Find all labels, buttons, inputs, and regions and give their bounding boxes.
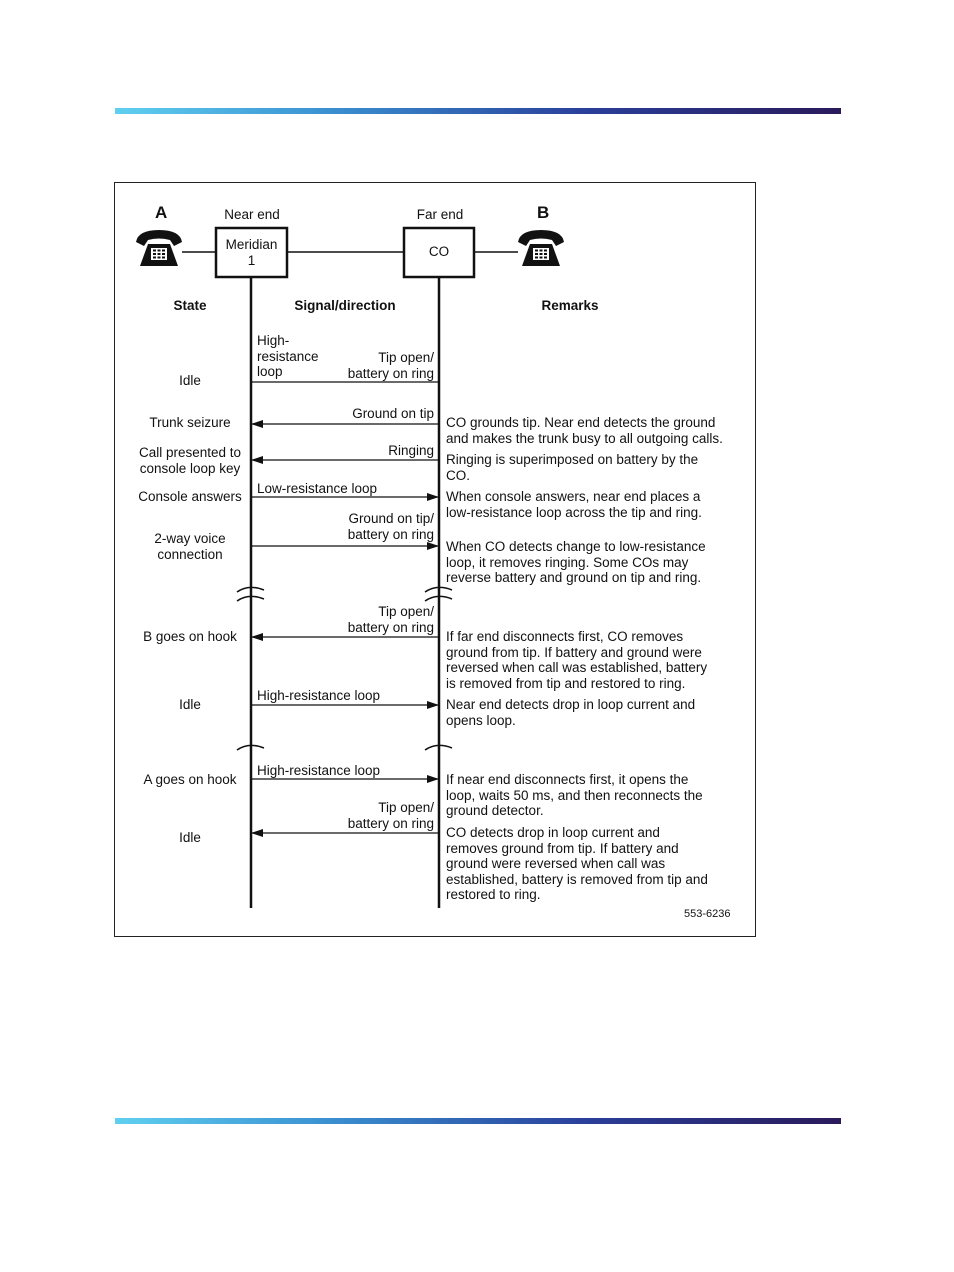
state-label: Trunk seizure	[149, 415, 231, 430]
signal-label: Ground on tip	[352, 406, 434, 421]
state-label: 2-way voice connection	[154, 531, 226, 562]
near-end-label: Near end	[224, 207, 280, 222]
far-end-label: Far end	[416, 207, 464, 222]
state-label: Idle	[179, 697, 201, 712]
figure-frame	[114, 182, 756, 937]
signal-label: Tip open/ battery on ring	[347, 800, 434, 831]
state-header: State	[173, 298, 207, 313]
state-label: Idle	[179, 373, 201, 388]
phone-a-icon	[136, 230, 182, 266]
remark-text: When console answers, near end places a …	[446, 489, 702, 520]
break-mark	[424, 586, 453, 602]
signal-label: Tip open/ battery on ring	[347, 350, 434, 381]
signal-label: High- resistance loop	[257, 333, 319, 379]
remark-text: If far end disconnects first, CO removes…	[446, 629, 708, 691]
remark-text: If near end disconnects first, it opens …	[446, 772, 703, 818]
state-label: Console answers	[138, 489, 242, 504]
state-label: B goes on hook	[143, 629, 237, 644]
signal-label: High-resistance loop	[257, 763, 381, 778]
signal-label: Ringing	[388, 443, 434, 458]
break-mark	[236, 744, 265, 751]
signal-label: High-resistance loop	[257, 688, 381, 703]
signal-header: Signal/direction	[294, 298, 396, 313]
bottom-rule	[115, 1118, 841, 1124]
party-a-letter: A	[155, 203, 168, 222]
state-label: Call presented to console loop key	[138, 445, 242, 476]
phone-b-icon	[518, 230, 564, 266]
break-mark	[236, 586, 265, 602]
party-b-letter: B	[537, 203, 550, 222]
top-rule	[115, 108, 841, 114]
remark-text: Near end detects drop in loop current an…	[446, 697, 696, 728]
remark-text: CO detects drop in loop current and remo…	[446, 825, 708, 902]
signal-label: Tip open/ battery on ring	[347, 604, 434, 635]
remark-text: CO grounds tip. Near end detects the gro…	[446, 415, 723, 446]
break-mark	[424, 744, 453, 751]
remarks-header: Remarks	[541, 298, 599, 313]
signal-label: Low-resistance loop	[257, 481, 378, 496]
meridian-box	[214, 226, 289, 279]
co-box-label: CO	[428, 244, 450, 259]
remark-text: When CO detects change to low-resistance…	[446, 539, 706, 585]
signal-label: Ground on tip/ battery on ring	[347, 511, 434, 542]
state-label: Idle	[179, 830, 201, 845]
figure-id: 553-6236	[684, 908, 731, 920]
state-label: A goes on hook	[143, 772, 237, 787]
remark-text: Ringing is superimposed on battery by th…	[446, 452, 699, 483]
meridian-box-label: Meridian 1	[225, 237, 278, 268]
